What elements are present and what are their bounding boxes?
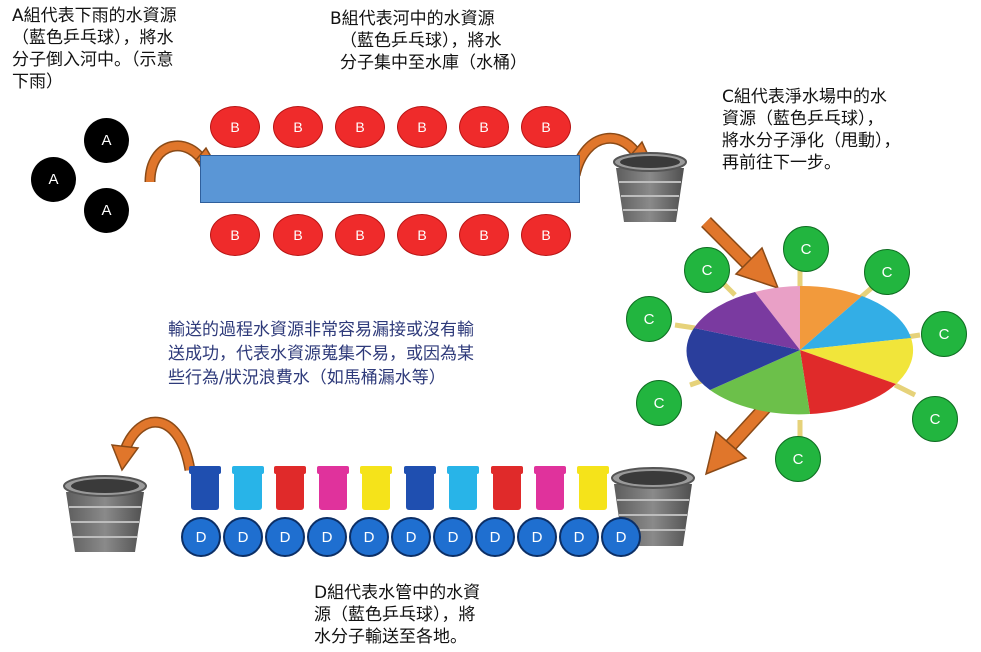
cup xyxy=(189,466,221,510)
ball-d: D xyxy=(517,517,557,557)
ball-b: B xyxy=(397,106,447,148)
ball-b: B xyxy=(210,214,260,256)
river-bar xyxy=(200,155,580,203)
ball-d: D xyxy=(265,517,305,557)
ball-b: B xyxy=(273,214,323,256)
ball-b: B xyxy=(397,214,447,256)
ball-b: B xyxy=(459,106,509,148)
cup xyxy=(360,466,392,510)
leakage-note: 輸送的過程水資源非常容易漏接或沒有輸送成功，代表水資源蒐集不易，或因為某 些行為… xyxy=(168,320,474,388)
cup xyxy=(491,466,523,510)
ball-d: D xyxy=(601,517,641,557)
ball-d: D xyxy=(307,517,347,557)
cup xyxy=(274,466,306,510)
ball-b: B xyxy=(335,214,385,256)
cup xyxy=(404,466,436,510)
arrow-from-parachute-icon xyxy=(704,395,778,476)
ball-b: B xyxy=(521,106,571,148)
ball-d: D xyxy=(349,517,389,557)
ball-c: C xyxy=(864,249,910,295)
cup xyxy=(577,466,609,510)
ball-d: D xyxy=(391,517,431,557)
parachute xyxy=(686,285,914,415)
ball-c: C xyxy=(626,296,672,342)
ball-c: C xyxy=(636,380,682,426)
curved-arrow-d-icon xyxy=(110,416,196,472)
ball-d: D xyxy=(475,517,515,557)
ball-c: C xyxy=(921,311,967,357)
group-c-label: C組代表淨水場中的水資源（藍色乒乓球）， 將水分子淨化（甩動），再前往下一步。 xyxy=(722,87,901,173)
ball-d: D xyxy=(433,517,473,557)
ball-c: C xyxy=(912,396,958,442)
ball-c: C xyxy=(684,247,730,293)
ball-d: D xyxy=(181,517,221,557)
cup xyxy=(534,466,566,510)
bucket-bottom-left xyxy=(63,475,147,552)
bucket-top-right xyxy=(613,152,687,222)
cup xyxy=(317,466,349,510)
ball-a: A xyxy=(31,157,76,202)
arrow-to-parachute-icon xyxy=(701,217,780,290)
ball-b: B xyxy=(210,106,260,148)
ball-a: A xyxy=(84,188,129,233)
cup xyxy=(232,466,264,510)
ball-b: B xyxy=(459,214,509,256)
group-d-label: D組代表水管中的水資源（藍色乒乓球），將 水分子輸送至各地。 xyxy=(314,583,481,647)
ball-a: A xyxy=(84,118,129,163)
ball-d: D xyxy=(559,517,599,557)
ball-b: B xyxy=(521,214,571,256)
ball-c: C xyxy=(783,226,829,272)
ball-b: B xyxy=(335,106,385,148)
group-a-label: A組代表下雨的水資源（藍色乒乓球），將水 分子倒入河中。（示意下雨） xyxy=(12,6,177,92)
ball-c: C xyxy=(775,436,821,482)
ball-d: D xyxy=(223,517,263,557)
ball-b: B xyxy=(273,106,323,148)
group-b-label: B組代表河中的水資源 （藍色乒乓球），將水 分子集中至水庫（水桶） xyxy=(330,9,527,73)
cup xyxy=(447,466,479,510)
